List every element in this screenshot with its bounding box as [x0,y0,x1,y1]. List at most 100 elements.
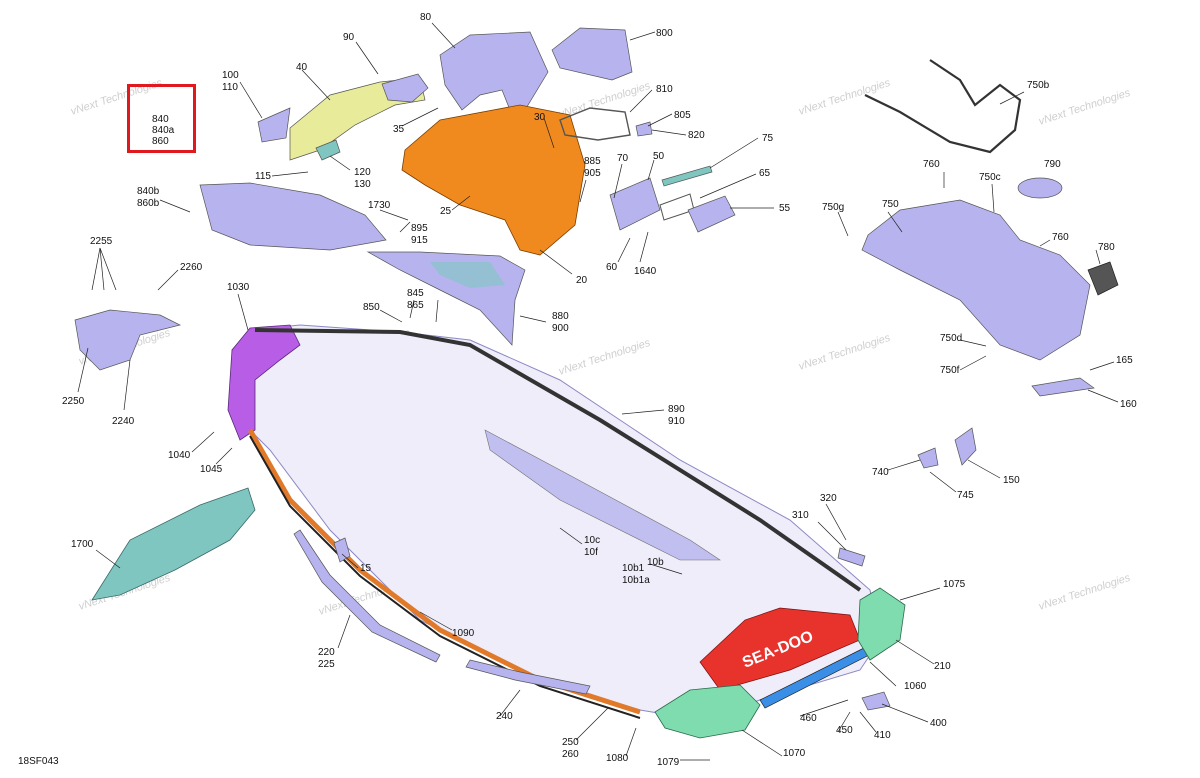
part-label: 865 [407,300,424,311]
part-810-ring[interactable] [559,107,631,141]
part-label: 750f [940,365,960,376]
part-label: 320 [820,493,837,504]
part-label: 120 [354,167,371,178]
part-label: 760 [1052,232,1069,243]
part-label: 820 [688,130,705,141]
part-label: 400 [930,718,947,729]
part-label: 805 [674,110,691,121]
part-80-console-frame[interactable] [439,31,549,111]
part-label: 740 [872,467,889,478]
part-label: 860 [152,136,169,147]
part-label: 780 [1098,242,1115,253]
watermark: vNext Technologies [1037,87,1132,128]
part-number-labels: 90 80 800 100 110 40 840 840a 860 35 30 … [62,12,1137,768]
part-label: 750g [822,202,844,213]
part-label: 1040 [168,450,191,461]
part-label: 750 [882,199,899,210]
part-label: 2240 [112,416,135,427]
part-label: 905 [584,168,601,179]
watermark: vNext Technologies [797,77,892,118]
part-90-lid[interactable] [381,73,429,103]
part-790-cap[interactable] [1017,177,1063,199]
part-label: 15 [360,563,372,574]
part-label: 1060 [904,681,927,692]
part-label: 60 [606,262,618,273]
part-75-strip[interactable] [661,165,713,187]
part-label: 35 [393,124,405,135]
part-55-display[interactable] [687,195,736,233]
part-65-gasket[interactable] [659,193,695,221]
part-label: 760 [923,159,940,170]
part-70-gauge-frame[interactable] [609,177,661,231]
part-label: 1045 [200,464,223,475]
part-1030-nose[interactable] [227,324,301,441]
part-740-clip[interactable] [917,447,939,469]
part-100-cover[interactable] [257,107,291,143]
part-label: 150 [1003,475,1020,486]
part-label: 220 [318,647,335,658]
part-label: 260 [562,749,579,760]
part-240-strake[interactable] [465,659,591,695]
part-25-console-structure[interactable] [401,104,586,256]
part-label: 80 [420,12,432,23]
part-1075-corner[interactable] [857,587,906,661]
leader-lines [77,22,1119,761]
part-inner-panel [484,429,721,561]
part-1070-corner[interactable] [654,684,761,739]
part-800-dash-cover[interactable] [551,27,633,81]
part-220-strake[interactable] [293,529,441,663]
part-label: 750b [1027,80,1050,91]
part-label: 40 [296,62,308,73]
part-label: 210 [934,661,951,672]
part-label: 2250 [62,396,85,407]
part-label: 115 [255,171,271,182]
part-label: 70 [617,153,629,164]
part-310-plate[interactable] [837,547,866,567]
part-400-bracket[interactable] [861,691,891,711]
part-label: 885 [584,156,601,167]
part-label: 50 [653,151,665,162]
part-label: 165 [1116,355,1133,366]
part-label: 1070 [783,748,806,759]
part-gunwale-rail[interactable] [254,328,862,592]
part-750b-seal[interactable] [864,59,1022,154]
part-label: 1079 [657,757,680,768]
part-805-clip[interactable] [635,121,653,137]
part-label: 895 [411,223,428,234]
part-label: 745 [957,490,974,501]
part-750-tray[interactable] [861,199,1091,361]
part-840b-side-panel[interactable] [199,182,387,251]
part-label: 410 [874,730,891,741]
part-2250-latch[interactable] [74,309,182,371]
part-label: 900 [552,323,569,334]
part-label: 240 [496,711,513,722]
part-label: 1640 [634,266,657,277]
part-label: 55 [779,203,791,214]
part-label: 1075 [943,579,966,590]
part-label: 1700 [71,539,94,550]
diagram-id: 18SF043 [18,756,59,767]
part-label: 10b [647,557,664,568]
part-880-inner-panel [430,262,505,288]
part-label: 1080 [606,753,629,764]
part-label: 460 [800,713,817,724]
part-label: 750d [940,333,962,344]
part-label: 25 [440,206,452,217]
part-160-bracket[interactable] [1031,377,1095,397]
part-150-clip[interactable] [954,427,977,466]
part-label: 750c [979,172,1001,183]
part-label: 845 [407,288,424,299]
part-780-block[interactable] [1087,261,1119,296]
part-label: 100 [222,70,239,81]
part-1090-rub-rail-edge [249,435,641,719]
part-1700-panel[interactable] [91,487,256,601]
part-label: 850 [363,302,380,313]
part-label: 75 [762,133,774,144]
watermark: vNext Technologies [1037,572,1132,613]
part-label: 110 [222,82,238,93]
part-120-lens[interactable] [315,139,341,161]
part-15-bumper[interactable] [333,537,351,563]
part-label: 890 [668,404,685,415]
part-label: 1030 [227,282,250,293]
